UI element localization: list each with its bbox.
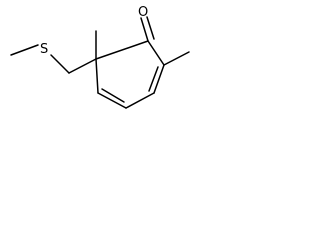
bond-c6-c1 bbox=[95, 40, 149, 60]
bond-c1-o bbox=[140, 17, 149, 42]
bond-c2-c3-inner bbox=[148, 66, 159, 92]
bond-c4-c5-inner bbox=[101, 88, 125, 103]
bond-c4-c5 bbox=[97, 92, 127, 109]
bond-c1-o-double bbox=[146, 16, 155, 40]
bond-c2-methyl bbox=[163, 51, 190, 66]
bond-c5-c6 bbox=[95, 58, 99, 94]
bond-c3-c4 bbox=[125, 92, 155, 109]
chemical-structure: O S bbox=[10, 5, 190, 109]
bond-s-ch3 bbox=[10, 44, 39, 56]
sulfur-atom-label: S bbox=[40, 42, 48, 57]
bond-c6-ch2 bbox=[68, 58, 97, 74]
oxygen-atom-label: O bbox=[138, 5, 148, 20]
bond-c1-c2 bbox=[147, 40, 165, 66]
bond-c2-c3 bbox=[153, 64, 165, 94]
bond-ch2-s bbox=[50, 54, 70, 74]
